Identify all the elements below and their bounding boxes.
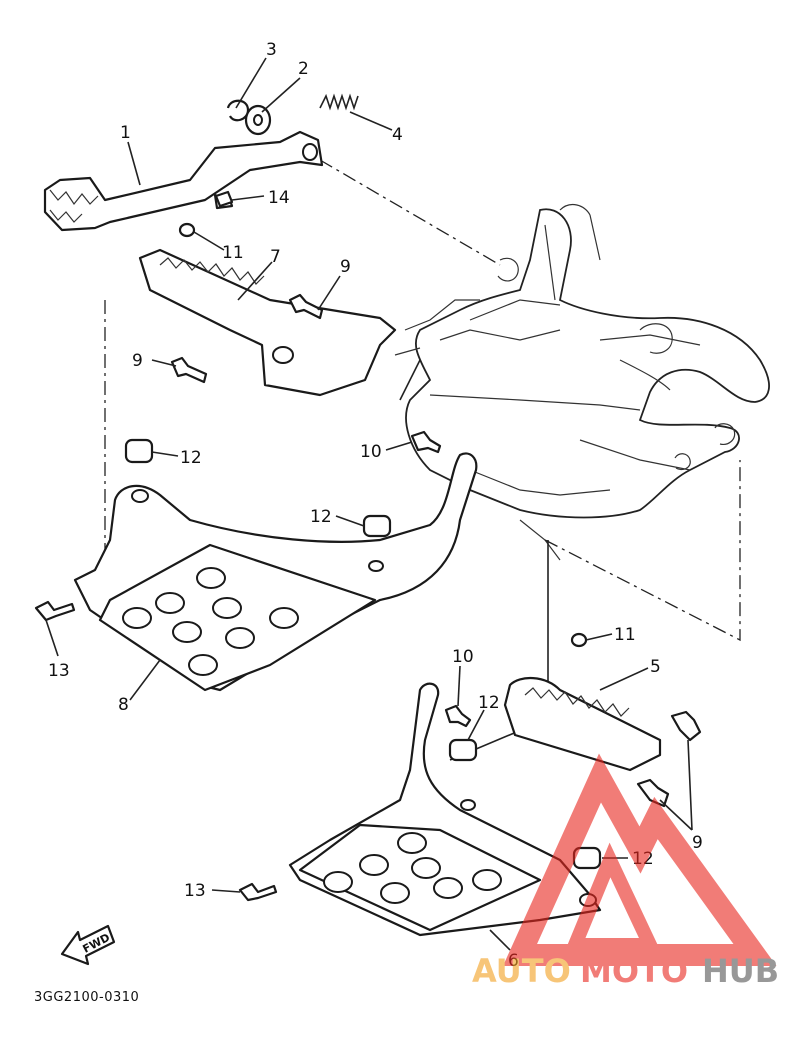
callout-4: 4: [392, 125, 403, 145]
small-parts: [34, 190, 702, 902]
footrest-right: [503, 677, 662, 772]
watermark-auto: AUTO: [472, 952, 571, 990]
clip: [226, 99, 250, 122]
fwd-arrow-icon: FWD: [60, 924, 116, 966]
washer: [244, 104, 272, 136]
callout-13: 13: [48, 661, 70, 681]
watermark-hub: HUB: [702, 952, 779, 990]
callout-13: 13: [184, 881, 206, 901]
footrest-upper: [138, 248, 397, 397]
callout-9: 9: [692, 833, 703, 853]
brake-pedal: [43, 130, 324, 232]
callout-12: 12: [478, 693, 500, 713]
callout-9: 9: [132, 351, 143, 371]
callout-7: 7: [270, 247, 281, 267]
footrest-bracket-left: [73, 452, 478, 692]
spring: [319, 93, 359, 111]
watermark-moto: MOTO: [580, 952, 688, 990]
callout-8: 8: [118, 695, 129, 715]
callout-9: 9: [340, 257, 351, 277]
callout-3: 3: [266, 40, 277, 60]
callout-11: 11: [222, 243, 244, 263]
callout-1: 1: [120, 123, 131, 143]
triangle-logo-icon: [502, 753, 777, 966]
drawing-code: 3GG2100-0310: [34, 990, 139, 1005]
watermark-logo: AUTO MOTO HUB: [472, 753, 779, 990]
callout-2: 2: [298, 59, 309, 79]
callout-5: 5: [650, 657, 661, 677]
callout-12: 12: [180, 448, 202, 468]
callout-10: 10: [452, 647, 474, 667]
callout-leaders: [45, 57, 693, 951]
footrest-bracket-right: [288, 682, 602, 937]
callout-14: 14: [268, 188, 290, 208]
callout-10: 10: [360, 442, 382, 462]
callout-11: 11: [614, 625, 636, 645]
callout-12: 12: [310, 507, 332, 527]
